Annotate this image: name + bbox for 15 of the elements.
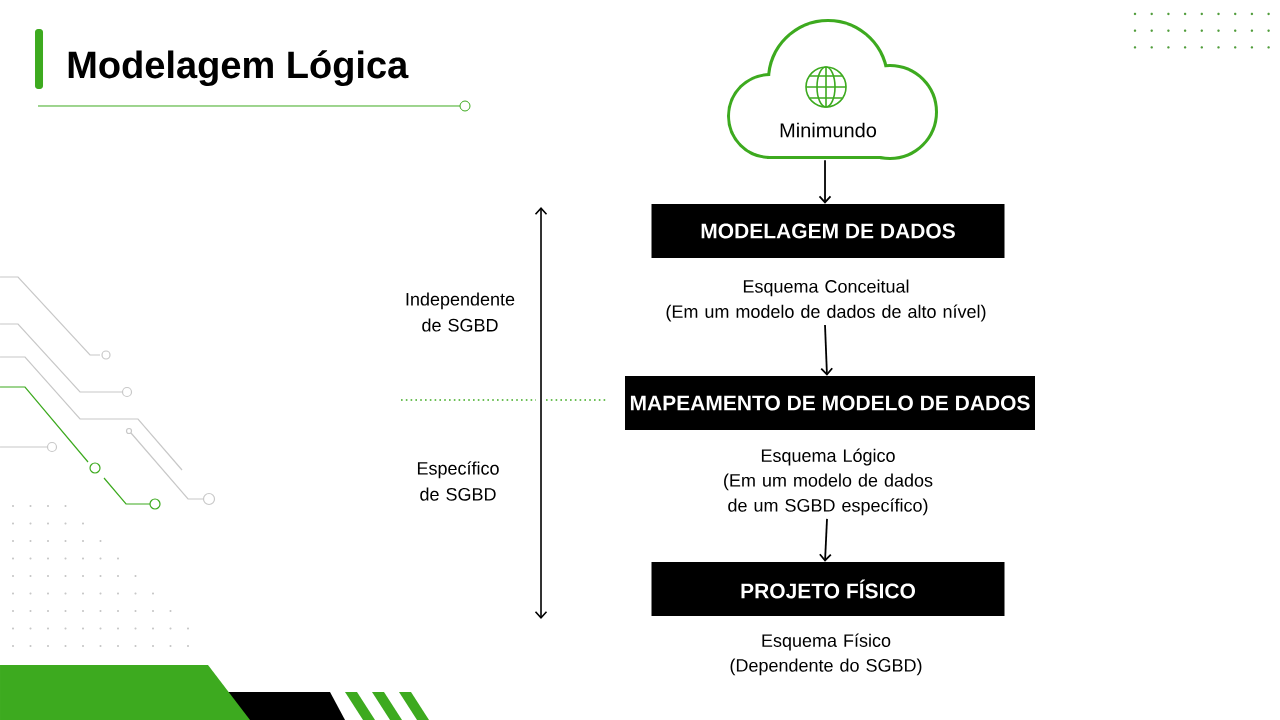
step-box: MODELAGEM DE DADOS xyxy=(651,204,1005,258)
side-label: Independente de SGBD xyxy=(406,292,515,332)
caption-text: Esquema Físico xyxy=(762,633,891,651)
step-box: PROJETO FÍSICO xyxy=(651,562,1005,616)
side-label: Específico de SGBD xyxy=(417,461,499,501)
caption-text: (Dependente do SGBD) xyxy=(730,658,922,676)
arrow xyxy=(818,159,832,204)
arrow xyxy=(818,517,832,562)
title: Modelagem Lógica xyxy=(68,50,409,87)
caption-text: Esquema Conceitual xyxy=(743,279,909,297)
arrow xyxy=(820,324,834,376)
caption-text: (Em um modelo de dados de um SGBD específico) xyxy=(724,473,933,516)
step-box: MAPEAMENTO DE MODELO DE DADOS xyxy=(625,376,1035,430)
caption-text: (Em um modelo de dados de alto nível) xyxy=(666,304,986,322)
caption-text: Esquema Lógico xyxy=(761,448,895,466)
